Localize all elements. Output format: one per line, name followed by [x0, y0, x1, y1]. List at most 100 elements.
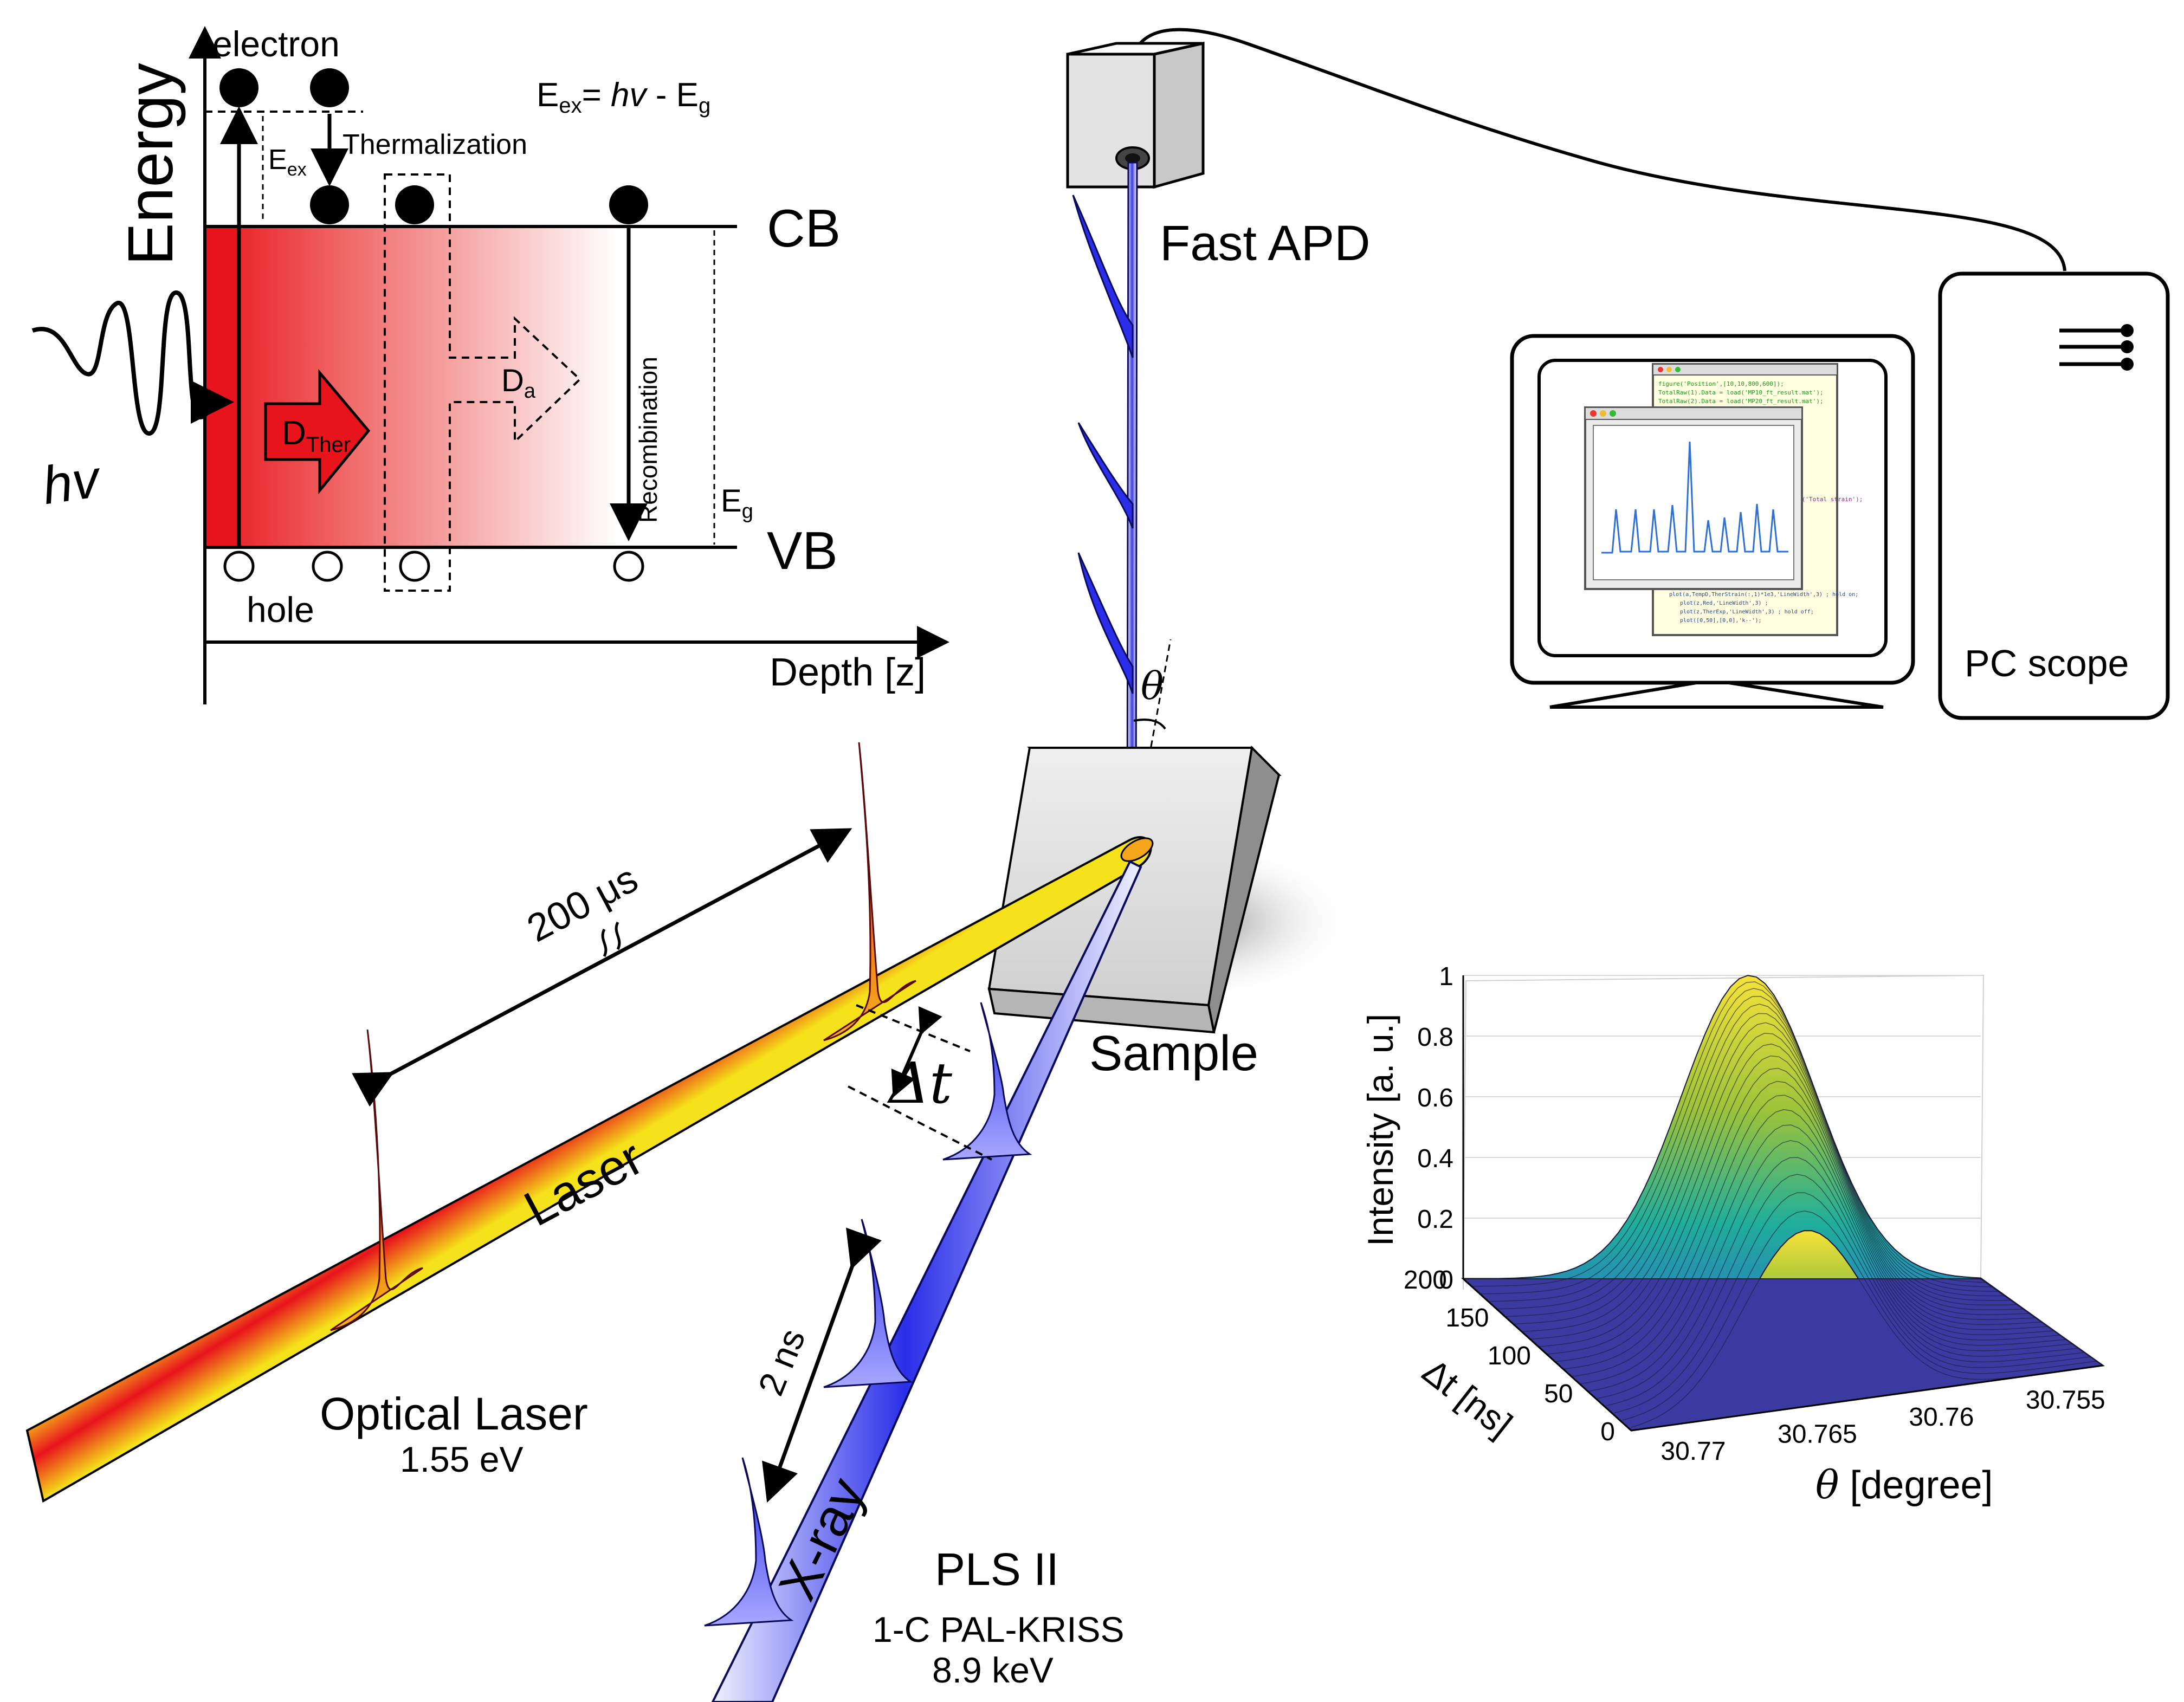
- y-tick-label: 200: [1404, 1266, 1447, 1295]
- recombination-label: Recombination: [634, 357, 662, 523]
- thermalized-electron: [310, 185, 349, 224]
- laser-energy: 1.55 eV: [400, 1439, 524, 1479]
- z-tick-label: 0.8: [1417, 1023, 1453, 1052]
- delay-label: Δt: [887, 1050, 952, 1116]
- y-tick-label: 150: [1445, 1304, 1489, 1332]
- z-axis-label: Intensity [a. u.]: [1360, 1014, 1400, 1246]
- delay-guide-1: [856, 1004, 971, 1052]
- photon-label: hv: [38, 448, 105, 515]
- tower-led-3: [2121, 358, 2134, 371]
- source-name: PLS II: [935, 1544, 1059, 1595]
- y-tick-label: 50: [1544, 1380, 1573, 1408]
- bunch-spacing-label: 2 ns: [750, 1323, 812, 1401]
- photon-wave: [31, 290, 217, 436]
- fast-apd-detector: [1066, 41, 1205, 189]
- code-line-1: figure('Position',[10,10,800,600]);: [1658, 380, 1784, 387]
- diffusion-region-box: [384, 173, 581, 592]
- diffracted-pulse-1: [1072, 195, 1134, 358]
- xray-pulse-3: [704, 1457, 794, 1627]
- x-tick-label: 30.755: [2026, 1386, 2105, 1414]
- hole-1: [223, 551, 255, 582]
- vb-label: VB: [767, 521, 838, 580]
- pc-scope: PC scope figure('Position',[10,10,800,60…: [1510, 271, 2170, 720]
- mesh-line: [1623, 1211, 2097, 1421]
- mesh-line: [1572, 1109, 2060, 1377]
- surface-mesh: [1463, 975, 2103, 1428]
- mesh-line: [1597, 1157, 2079, 1399]
- mesh-line: [1589, 1140, 2072, 1392]
- mesh-line: [1496, 1004, 2005, 1310]
- surface-chart: 0 0.2 0.4 0.6 0.8 1 Intensity [a. u.] 0 50 100 1…: [1360, 962, 2105, 1507]
- bandgap-label: Eg: [721, 483, 753, 523]
- y-tick-label: 100: [1488, 1342, 1531, 1370]
- ambipolar-diffusion-label: Da: [501, 363, 536, 403]
- z-tick-label: 0.6: [1417, 1084, 1453, 1112]
- delay-arrow: [891, 1006, 942, 1098]
- x-axis: [1631, 1364, 2103, 1432]
- recombining-electron: [609, 185, 648, 224]
- delay-guide-2: [848, 1085, 992, 1161]
- y-tick-label: 0: [1600, 1418, 1615, 1446]
- thermal-diffusion-arrow: [264, 369, 371, 495]
- excited-region: [205, 226, 618, 547]
- axis-break: [601, 921, 621, 957]
- laser-beam: Laser: [25, 742, 1154, 1503]
- mesh-line: [1471, 981, 1987, 1287]
- code-line-8: plot([0,50],[0,0],'k--');: [1680, 618, 1762, 624]
- tower-led-1: [2121, 324, 2134, 337]
- depth-axis-label: Depth [z]: [770, 651, 926, 694]
- z-tick-label: 1: [1439, 962, 1453, 991]
- xray-beam-label: X-ray: [767, 1469, 876, 1609]
- band-diagram: Energy Depth [z] CB VB electron hole The…: [31, 24, 949, 704]
- mesh-line: [1614, 1192, 2091, 1414]
- xray-energy: 8.9 keV: [932, 1650, 1054, 1690]
- pc-tower: [1938, 271, 2170, 720]
- x-tick-label: 30.76: [1909, 1403, 1974, 1432]
- mesh-line: [1563, 1095, 2054, 1370]
- setup: Fast APD θ Sample Laser 200 μ: [25, 28, 2066, 1702]
- z-tick-label: 0.2: [1417, 1205, 1453, 1234]
- fast-apd-label: Fast APD: [1160, 216, 1371, 271]
- theta-arc: [1133, 719, 1166, 730]
- excess-energy-label: Eex: [268, 144, 307, 180]
- code-line-6: plot(z,Red,'LineWidth',3) ;: [1680, 600, 1768, 606]
- code-line-5: plot(a,TempD,TherStrain(:,1)*1e3,'LineWi…: [1669, 592, 1858, 598]
- diffracted-pulse-2: [1077, 422, 1134, 529]
- signal-cable: [1131, 28, 2066, 271]
- mesh-line: [1513, 1022, 2018, 1325]
- thermal-diffusion-label: DTher: [282, 415, 351, 457]
- x-tick-label: 30.77: [1660, 1437, 1726, 1466]
- mesh-line: [1539, 1055, 2036, 1347]
- energy-axis-label: Energy: [115, 63, 186, 266]
- hole-2: [312, 551, 343, 582]
- code-line-3: TotalRaw(2).Data = load('MP20_ft_result.…: [1658, 398, 1824, 405]
- mesh-line: [1488, 996, 1999, 1302]
- z-tick-label: 0.4: [1417, 1144, 1453, 1173]
- cb-label: CB: [767, 198, 841, 258]
- excess-energy-equation: Eex= hv - Eg: [537, 76, 710, 118]
- pulse-spacing-label: 200 μs: [520, 857, 645, 950]
- electron-label: electron: [212, 24, 340, 64]
- laser-pulse-2: [823, 742, 916, 1041]
- mesh-line: [1505, 1013, 2012, 1317]
- mesh-line: [1555, 1080, 2048, 1362]
- x-axis-label: θ [degree]: [1815, 1462, 1993, 1507]
- xray-pulse-1: [942, 1002, 1032, 1161]
- surface-layer: [205, 226, 237, 547]
- bunch-spacing-arrow: [762, 1227, 882, 1503]
- laser-name: Optical Laser: [320, 1388, 588, 1439]
- scope-trace: [1601, 441, 1788, 554]
- mesh-line: [1463, 975, 1981, 1279]
- tower-led-2: [2121, 340, 2134, 353]
- sample-label: Sample: [1089, 1026, 1258, 1081]
- pulse-spacing-arrow: [352, 828, 852, 1107]
- hot-electron-1: [219, 68, 259, 107]
- thermalization-label: Thermalization: [343, 129, 527, 160]
- mesh-line: [1522, 1033, 2024, 1332]
- scope-plot-window: [1584, 406, 1803, 590]
- mesh-line: [1580, 1124, 2066, 1384]
- diffusing-electron: [395, 185, 434, 224]
- z-tick-label: 0: [1439, 1266, 1453, 1295]
- diffracted-pulse-3: [1077, 552, 1134, 694]
